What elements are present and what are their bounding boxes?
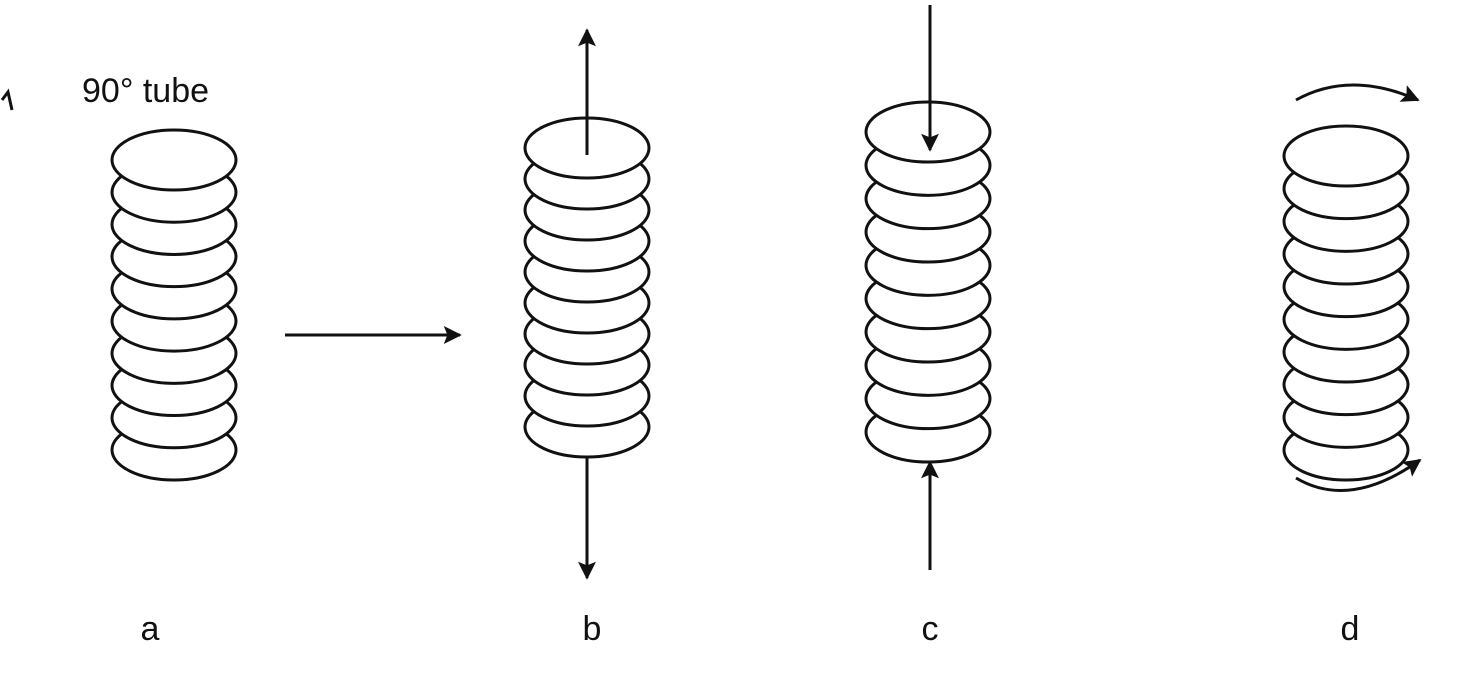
disc-stack-b: [523, 116, 651, 459]
disc: [1282, 124, 1410, 188]
disc: [110, 128, 238, 192]
panel-label-a: a: [141, 610, 160, 648]
disc-stack-a: [110, 128, 238, 482]
disc-stack-c: [864, 100, 992, 464]
panel-label-b: b: [583, 610, 602, 648]
edge-mark: [0, 88, 14, 111]
twist-arrow-bottom: [1295, 458, 1422, 492]
disc-stack-d: [1282, 124, 1410, 482]
panel-d: d: [1282, 83, 1422, 648]
tube-label: 90° tube: [82, 72, 209, 110]
panel-a: 90° tube a: [82, 72, 238, 648]
panel-label-c: c: [922, 610, 939, 648]
twist-arrow-top: [1295, 83, 1420, 102]
panel-label-d: d: [1341, 610, 1360, 648]
panel-c: c: [864, 5, 992, 648]
panel-b: b: [523, 28, 651, 648]
disc: [864, 100, 992, 164]
